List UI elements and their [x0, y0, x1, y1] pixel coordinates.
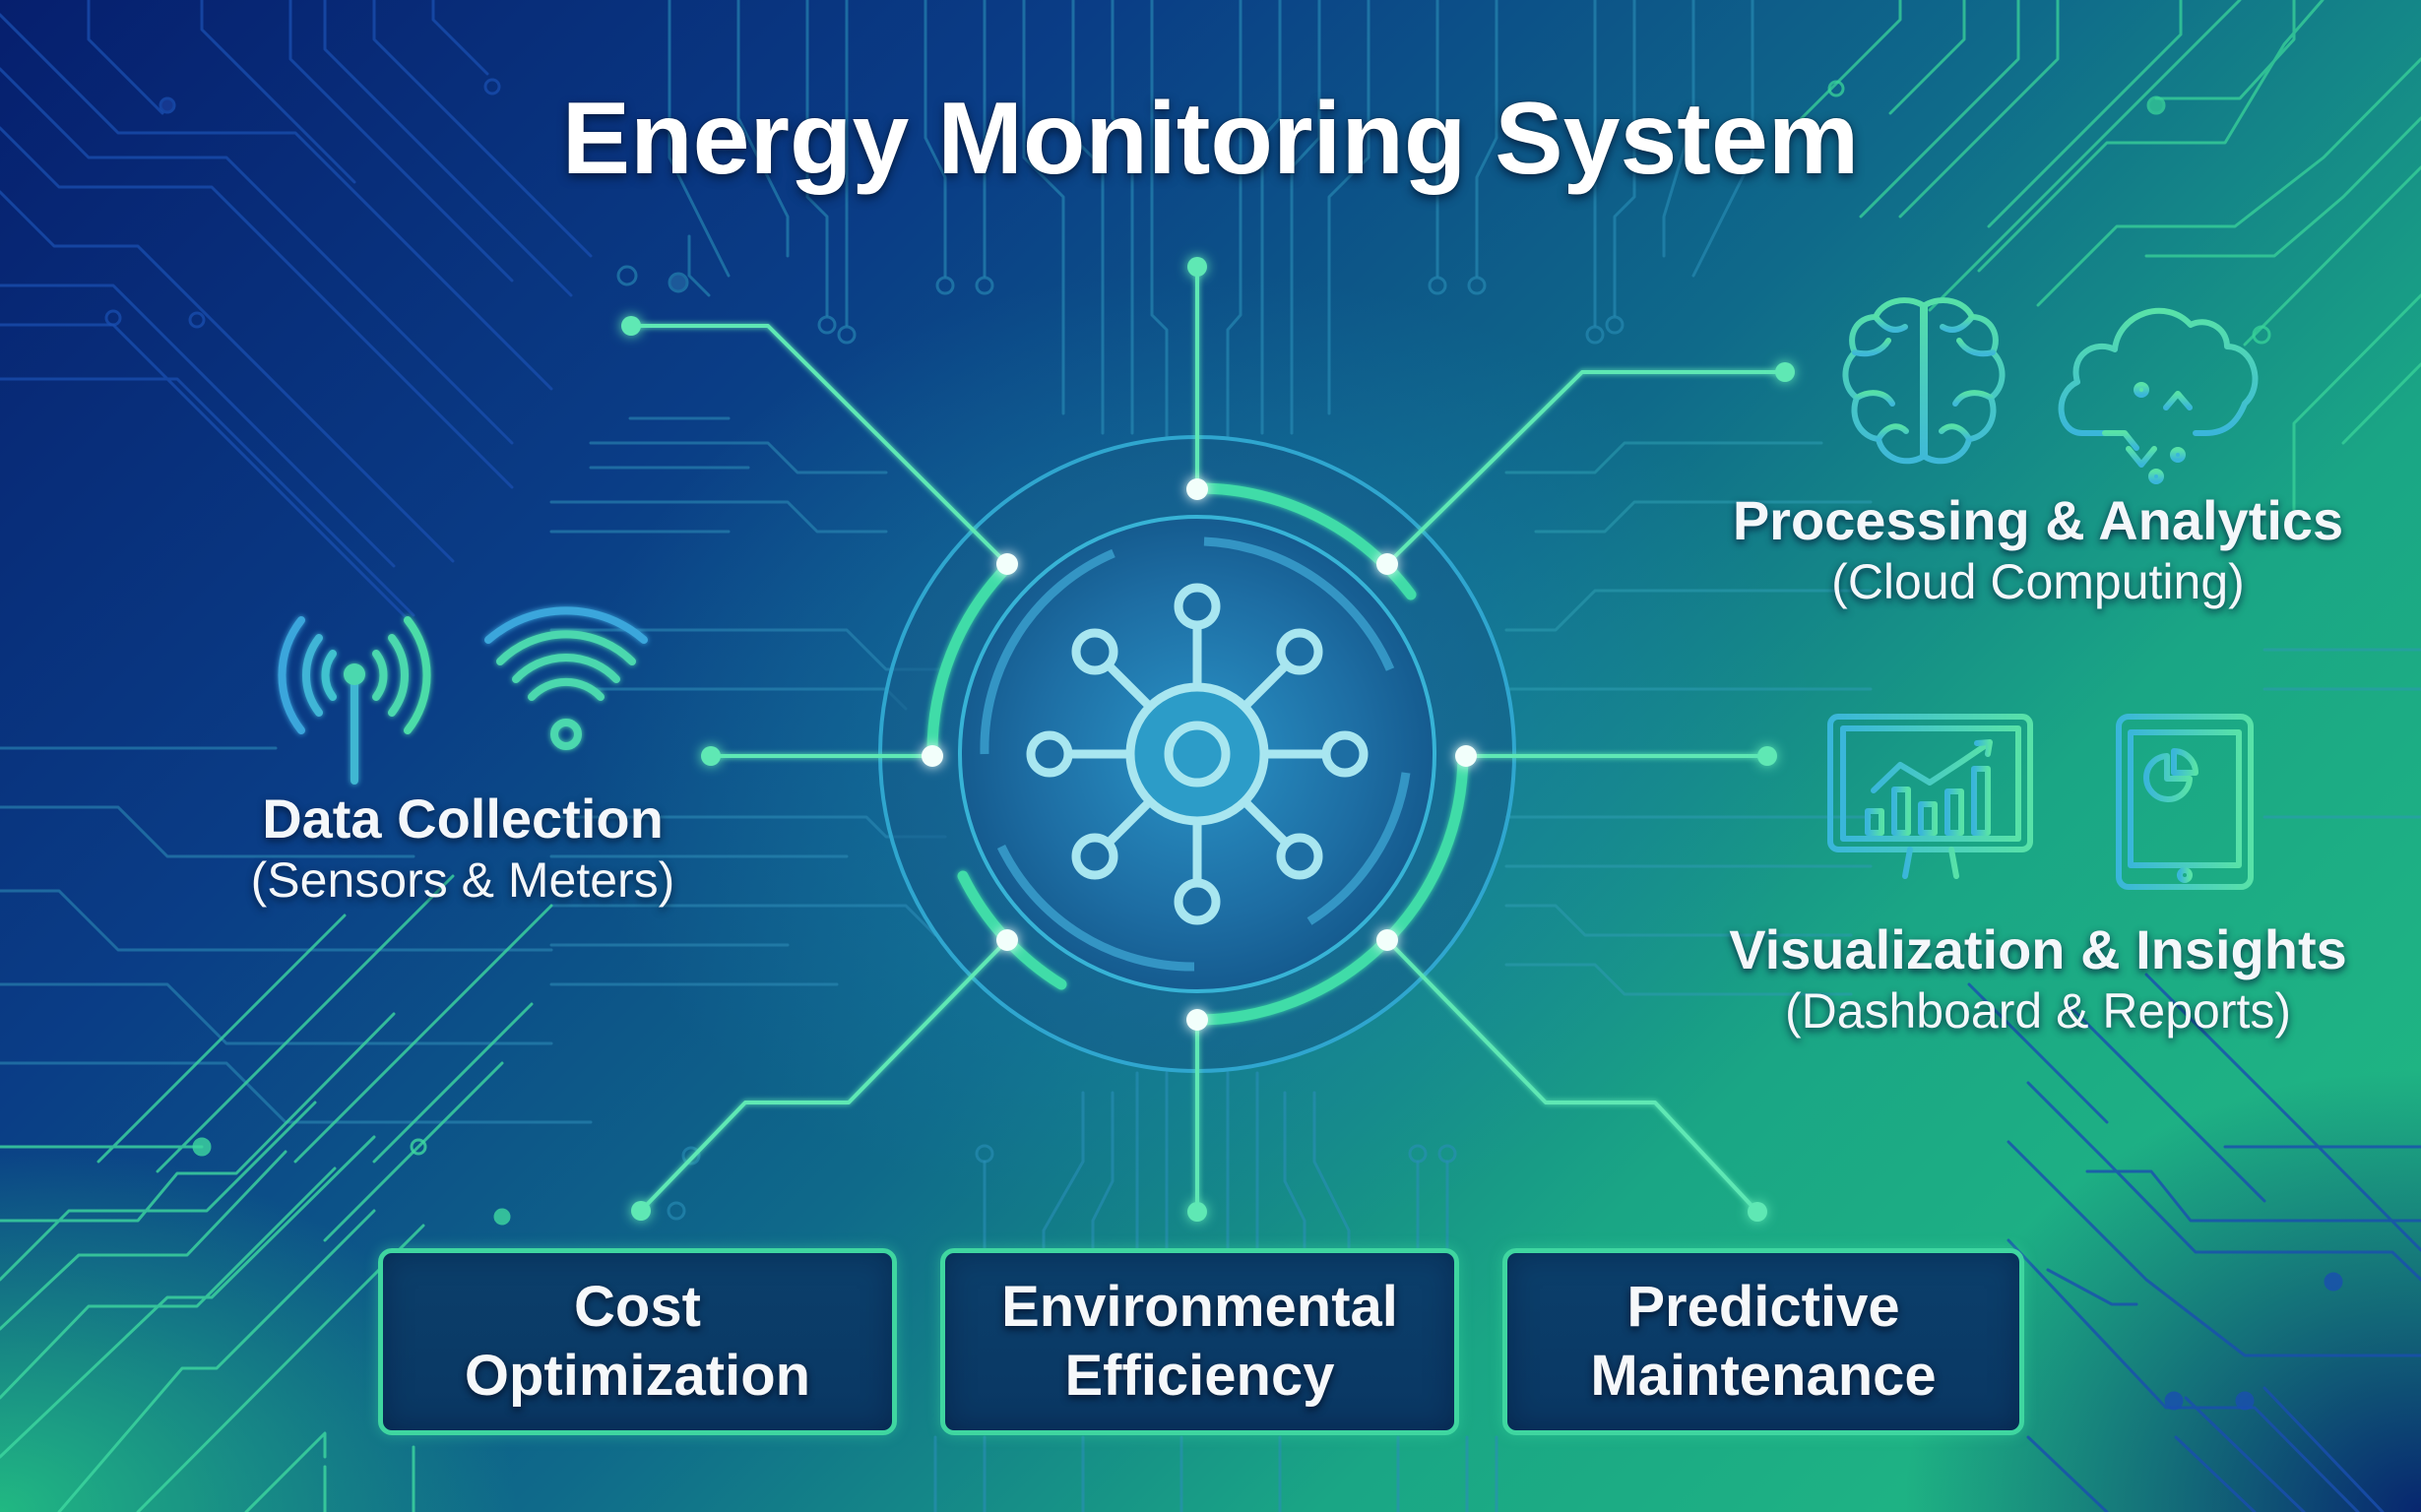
cloud-sync-icon [2058, 307, 2259, 484]
brain-icon [1842, 297, 2006, 465]
spoke-end-dots [621, 257, 1795, 1222]
processing-label: Processing & Analytics (Cloud Computing) [1674, 489, 2402, 611]
antenna-signal-icon [278, 616, 431, 785]
hub-spokes [631, 267, 1785, 1214]
hub-connection-nodes [922, 478, 1477, 1031]
monitor-chart-icon [1827, 714, 2033, 881]
outcome-card-line1: Cost [574, 1275, 701, 1339]
outcome-card-predictive-maintenance: Predictive Maintenance [1502, 1248, 2024, 1435]
data-collection-icons [278, 606, 648, 785]
outcome-card-environmental-efficiency: Environmental Efficiency [940, 1248, 1459, 1435]
processing-title: Processing & Analytics [1732, 489, 2344, 551]
page-title: Energy Monitoring System [561, 82, 1860, 196]
processing-icons [1842, 297, 2259, 484]
data-collection-subtitle: (Sensors & Meters) [250, 852, 675, 908]
outcome-card-line2: Efficiency [1064, 1344, 1335, 1408]
wifi-icon [484, 606, 648, 750]
visualization-label: Visualization & Insights (Dashboard & Re… [1664, 918, 2412, 1040]
tablet-report-icon [2116, 714, 2254, 890]
network-hub-icon [1026, 583, 1369, 925]
hub-inner-arcs [980, 536, 1411, 972]
data-collection-label: Data Collection (Sensors & Meters) [177, 788, 748, 910]
data-collection-title: Data Collection [262, 788, 664, 850]
visualization-subtitle: (Dashboard & Reports) [1784, 983, 2292, 1039]
visualization-title: Visualization & Insights [1729, 918, 2347, 980]
processing-subtitle: (Cloud Computing) [1831, 554, 2245, 609]
outcome-card-line2: Maintenance [1590, 1344, 1937, 1408]
outcome-card-line1: Environmental [1001, 1275, 1398, 1339]
outcome-card-line2: Optimization [464, 1344, 811, 1408]
outcome-card-cost-optimization: Cost Optimization [378, 1248, 897, 1435]
outcome-card-line1: Predictive [1626, 1275, 1900, 1339]
visualization-icons [1827, 714, 2254, 890]
